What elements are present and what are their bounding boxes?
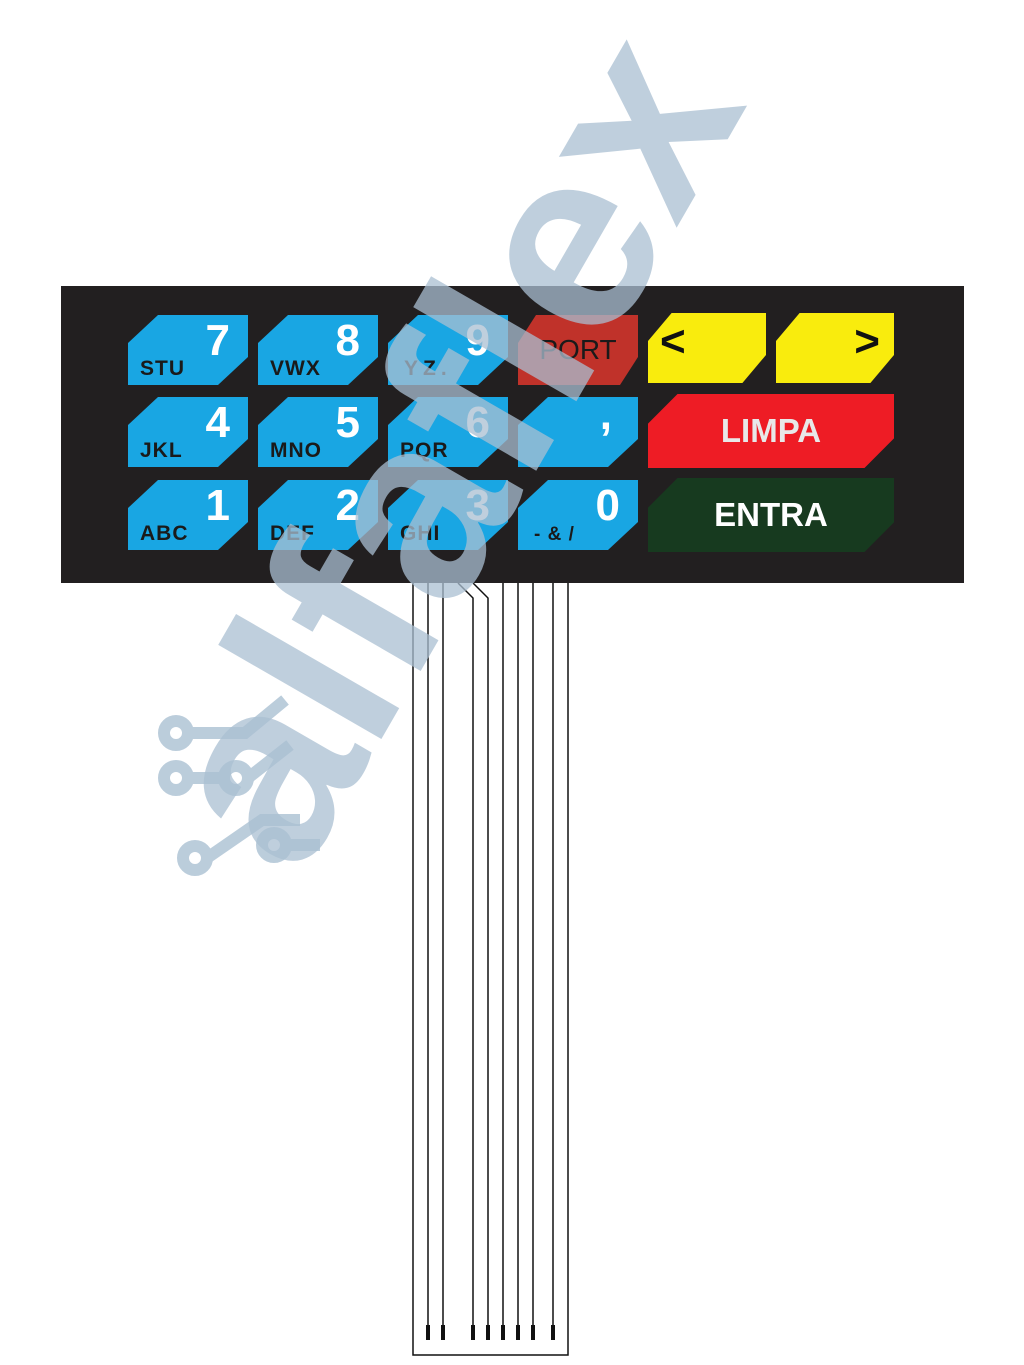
- port-key[interactable]: PORT: [518, 315, 638, 385]
- key-0-number: 0: [595, 481, 620, 530]
- right-arrow-key[interactable]: >: [776, 313, 894, 383]
- key-3-letters: GHI: [400, 522, 441, 545]
- key-5-letters: MNO: [270, 439, 322, 462]
- key-3-number: 3: [465, 481, 490, 530]
- left-arrow-icon: <: [660, 317, 686, 366]
- left-arrow-key[interactable]: <: [648, 313, 766, 383]
- key-4[interactable]: 4 JKL: [128, 397, 248, 467]
- key-8-number: 8: [335, 316, 360, 365]
- comma-key[interactable]: ,: [518, 397, 638, 467]
- key-5-number: 5: [335, 398, 360, 447]
- key-7[interactable]: 7 STU: [128, 315, 248, 385]
- key-1[interactable]: 1 ABC: [128, 480, 248, 550]
- comma-key-label: ,: [599, 390, 612, 439]
- key-0[interactable]: 0 - & /: [518, 480, 638, 550]
- key-8-letters: VWX: [270, 357, 321, 380]
- key-4-number: 4: [205, 398, 230, 447]
- enter-key[interactable]: ENTRA: [648, 478, 894, 552]
- key-0-letters: - & /: [534, 524, 575, 545]
- key-7-letters: STU: [140, 357, 185, 380]
- key-6-letters: PQR: [400, 439, 449, 462]
- clear-key[interactable]: LIMPA: [648, 394, 894, 468]
- key-2[interactable]: 2 DEF: [258, 480, 378, 550]
- key-3[interactable]: 3 GHI: [388, 480, 508, 550]
- key-2-letters: DEF: [270, 522, 315, 545]
- key-1-number: 1: [205, 481, 230, 530]
- right-arrow-icon: >: [854, 317, 880, 366]
- key-6-number: 6: [465, 398, 490, 447]
- key-9[interactable]: 9 YZ.: [388, 315, 508, 385]
- key-9-letters: YZ.: [404, 357, 452, 380]
- key-5[interactable]: 5 MNO: [258, 397, 378, 467]
- key-9-number: 9: [465, 316, 490, 365]
- enter-key-label: ENTRA: [714, 496, 828, 533]
- clear-key-label: LIMPA: [720, 412, 822, 449]
- port-key-label: PORT: [539, 334, 617, 365]
- key-8[interactable]: 8 VWX: [258, 315, 378, 385]
- key-1-letters: ABC: [140, 522, 189, 545]
- key-4-letters: JKL: [140, 439, 183, 462]
- key-7-number: 7: [205, 316, 230, 365]
- key-2-number: 2: [335, 481, 360, 530]
- key-6[interactable]: 6 PQR: [388, 397, 508, 467]
